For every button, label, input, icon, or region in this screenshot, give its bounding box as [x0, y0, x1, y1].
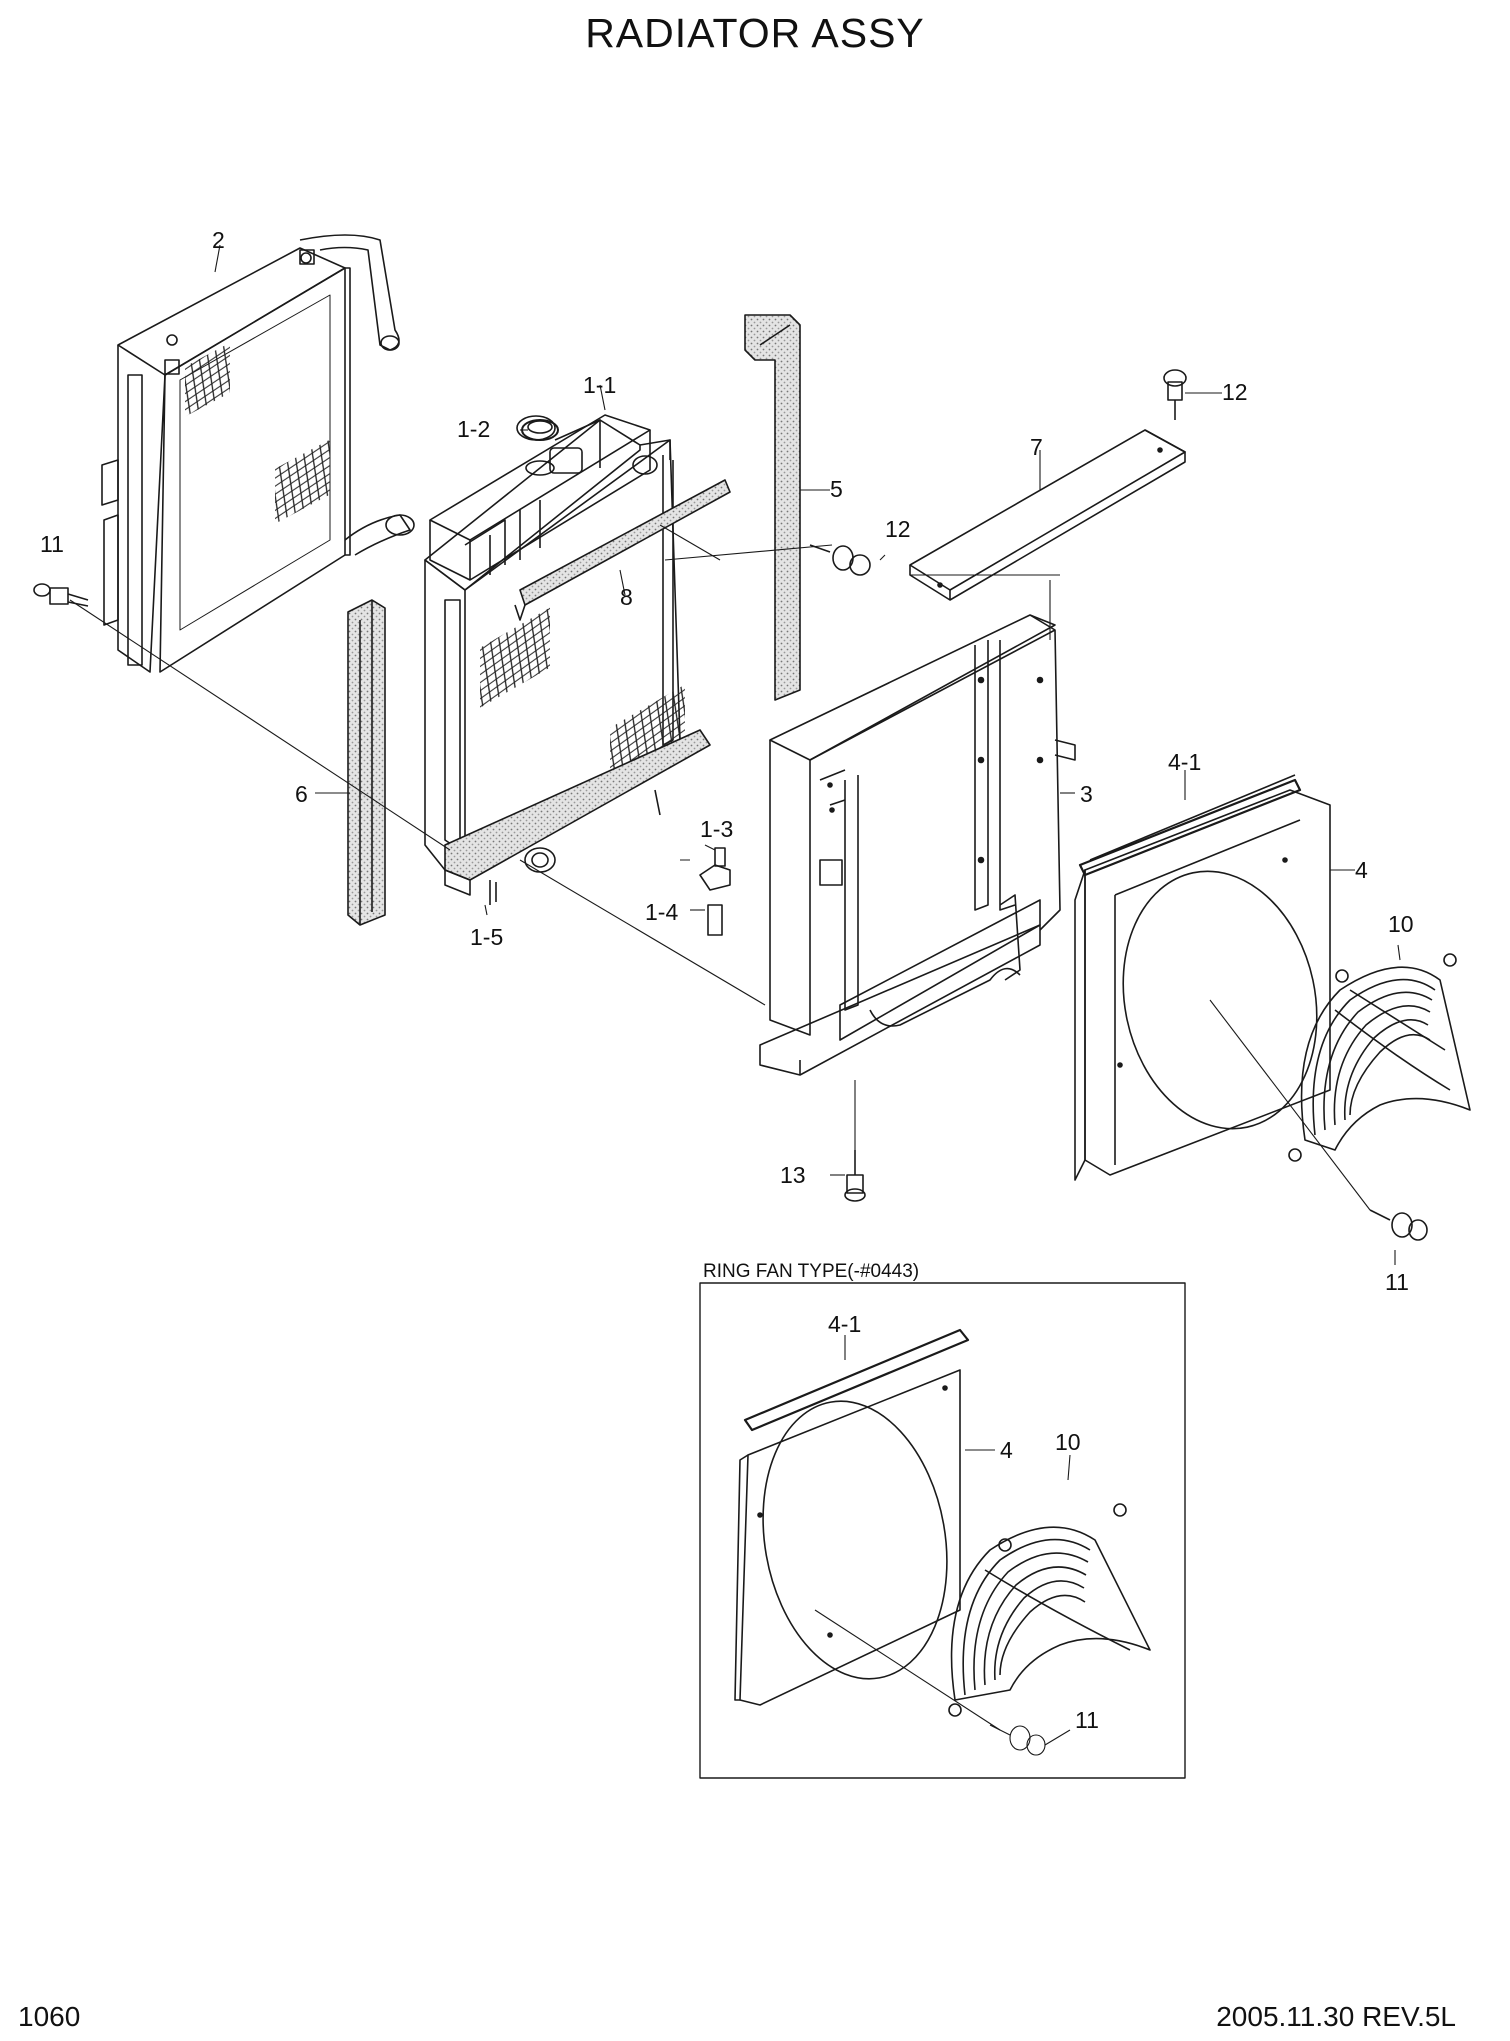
- inset-callout-4: 4: [1000, 1437, 1013, 1463]
- inset-fan-shroud: [734, 1328, 970, 1706]
- leader-lines: [69, 244, 1401, 1265]
- part-10-fan-guard: [1288, 953, 1471, 1162]
- callout-3: 3: [1080, 781, 1093, 807]
- hardware-bolts: [33, 369, 1428, 1241]
- callout-1-2: 1-2: [457, 416, 490, 442]
- part-5-foam: [744, 314, 801, 701]
- callout-11-left: 11: [40, 531, 64, 557]
- part-3-shroud-frame: [759, 614, 1076, 1076]
- callout-4-1: 4-1: [1168, 749, 1201, 775]
- callout-7: 7: [1030, 434, 1043, 460]
- callout-6: 6: [295, 781, 308, 807]
- inset-callout-10: 10: [1055, 1429, 1081, 1455]
- part-7-plate: [909, 429, 1186, 601]
- part-1-1-radiator: [424, 414, 711, 905]
- callout-4: 4: [1355, 857, 1368, 883]
- revision-date: 2005.11.30 REV.5L: [1216, 2001, 1456, 2032]
- callout-8: 8: [620, 584, 633, 610]
- callout-10: 10: [1388, 911, 1414, 937]
- part-8-seal: [514, 479, 731, 621]
- callout-1-5: 1-5: [470, 924, 503, 950]
- part-2-cooler: [101, 234, 415, 673]
- page-title: RADIATOR ASSY: [585, 10, 925, 56]
- part-6-foam: [347, 599, 386, 926]
- inset-box: [699, 1282, 1186, 1779]
- callout-5: 5: [830, 476, 843, 502]
- callout-12-top: 12: [1222, 379, 1248, 405]
- callout-1-3: 1-3: [700, 816, 733, 842]
- callout-1-4: 1-4: [645, 899, 678, 925]
- part-4-fan-shroud: [1074, 774, 1331, 1181]
- inset-callout-4-1: 4-1: [828, 1311, 861, 1337]
- callout-11-right: 11: [1385, 1269, 1409, 1295]
- callout-2: 2: [212, 227, 225, 253]
- callout-labels: 2 1-1 1-2 12 7 5 12 11 8 6 3 4-1 4 10 1-…: [40, 227, 1414, 1733]
- inset-title: RING FAN TYPE(-#0443): [703, 1261, 919, 1282]
- inset-fan-guard: [948, 1503, 1151, 1717]
- callout-13: 13: [780, 1162, 806, 1188]
- page-number: 1060: [18, 2001, 81, 2032]
- callout-1-1: 1-1: [583, 372, 616, 398]
- callout-12-mid: 12: [885, 516, 911, 542]
- inset-hardware: [814, 1335, 1071, 1756]
- inset-callout-11: 11: [1075, 1707, 1099, 1733]
